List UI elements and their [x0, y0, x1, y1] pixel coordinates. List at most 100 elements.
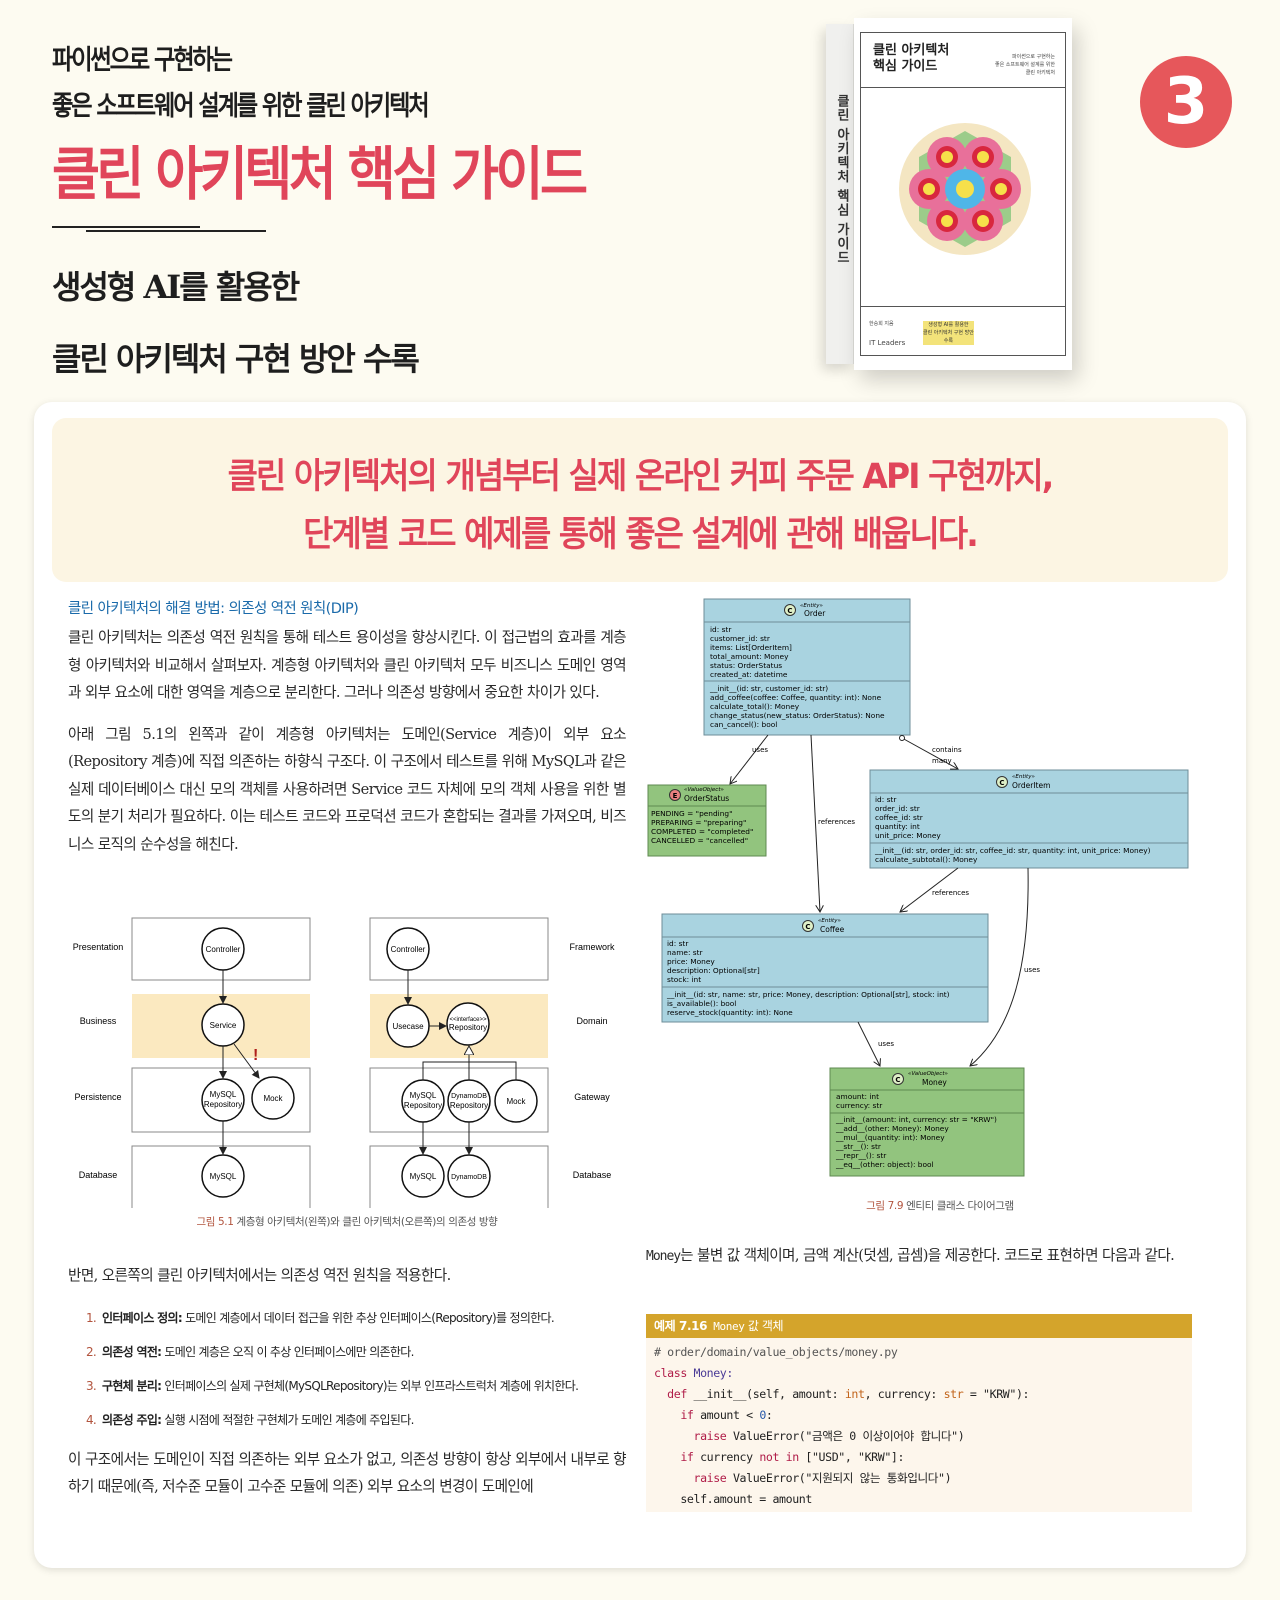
svg-text:Controller: Controller: [206, 945, 241, 954]
svg-text:Persistence: Persistence: [74, 1092, 121, 1102]
svg-text:__add__(other: Money): Money: __add__(other: Money): Money: [835, 1124, 949, 1133]
code-title: 예제 7.16 Money 값 객체: [646, 1314, 1192, 1338]
ai-line-2: 클린 아키텍처 구현 방안 수록: [52, 340, 420, 378]
svg-text:C: C: [999, 779, 1004, 787]
list-item: 1.인터페이스 정의: 도메인 계층에서 데이터 접근을 위한 추상 인터페이스…: [86, 1310, 555, 1325]
svg-text:«Entity»: «Entity»: [818, 918, 841, 924]
svg-text:Mock: Mock: [506, 1097, 526, 1106]
svg-text:references: references: [818, 818, 855, 826]
svg-text:Gateway: Gateway: [574, 1092, 610, 1102]
architecture-diagram: Presentation Business Persistence Databa…: [73, 917, 615, 1208]
svg-text:MySQL: MySQL: [210, 1172, 237, 1181]
svg-text:MySQL: MySQL: [210, 1090, 237, 1099]
svg-text:contains: contains: [932, 746, 962, 754]
svg-text:calculate_subtotal(): Money: calculate_subtotal(): Money: [875, 855, 978, 864]
svg-text:CANCELLED = "cancelled": CANCELLED = "cancelled": [651, 836, 748, 845]
svg-text:add_coffee(coffee: Coffee, qua: add_coffee(coffee: Coffee, quantity: int…: [710, 693, 882, 702]
uml-class-money: C «ValueObject» Money amount: int curren…: [829, 1067, 1025, 1177]
svg-text:__init__(id: str, name: str, p: __init__(id: str, name: str, price: Mone…: [666, 990, 950, 999]
subtitle-line-1: 파이썬으로 구현하는: [52, 45, 233, 76]
svg-text:currency: str: currency: str: [836, 1101, 883, 1110]
svg-text:OrderItem: OrderItem: [1012, 781, 1050, 790]
svg-text:status: OrderStatus: status: OrderStatus: [710, 661, 782, 670]
money-paragraph: Money는 불변 값 객체이며, 금액 계산(덧셈, 곱셈)을 제공한다. 코…: [646, 1247, 1175, 1264]
svg-text:E: E: [673, 792, 678, 800]
svg-text:is_available(): bool: is_available(): bool: [667, 999, 736, 1008]
svg-text:Database: Database: [573, 1170, 612, 1180]
svg-text:Presentation: Presentation: [73, 942, 124, 952]
svg-text:price: Money: price: Money: [667, 957, 715, 966]
svg-text:Order: Order: [804, 609, 826, 618]
paragraph-1: 클린 아키텍처는 의존성 역전 원칙을 통해 테스트 용이성을 향상시킨다. 이…: [68, 629, 627, 701]
figure-5-1: Presentation Business Persistence Databa…: [68, 908, 626, 1238]
uml-class-coffee: C «Entity» Coffee id: str name: str pric…: [661, 913, 989, 1023]
paragraph-3: 반면, 오른쪽의 클린 아키텍처에서는 의존성 역전 원칙을 적용한다.: [68, 1267, 451, 1284]
code-example-7-16: 예제 7.16 Money 값 객체 # order/domain/value_…: [646, 1314, 1192, 1512]
list-item: 2.의존성 역전: 도메인 계층은 오직 이 추상 인터페이스에만 의존한다.: [86, 1344, 414, 1359]
svg-text:__repr__(): str: __repr__(): str: [835, 1151, 887, 1160]
svg-text:customer_id: str: customer_id: str: [710, 634, 771, 643]
svg-text:Mock: Mock: [263, 1094, 283, 1103]
svg-text:Database: Database: [79, 1170, 118, 1180]
svg-text:can_cancel(): bool: can_cancel(): bool: [710, 720, 777, 729]
svg-text:total_amount: Money: total_amount: Money: [710, 652, 789, 661]
svg-text:C: C: [805, 923, 810, 931]
content-card: 클린 아키텍처의 개념부터 실제 온라인 커피 주문 API 구현까지, 단계별…: [34, 402, 1246, 1568]
divider: [52, 222, 692, 242]
svg-text:__str__(): str: __str__(): str: [835, 1142, 882, 1151]
svg-text:Money: Money: [922, 1078, 947, 1087]
svg-text:items: List[OrderItem]: items: List[OrderItem]: [710, 643, 792, 652]
list-item: 3.구현체 분리: 인터페이스의 실제 구현체(MySQLRepository)…: [86, 1378, 579, 1393]
code-block: # order/domain/value_objects/money.py cl…: [654, 1345, 1030, 1506]
svg-text:order_id: str: order_id: str: [875, 804, 921, 813]
left-page-excerpt: 클린 아키텍처의 해결 방법: 의존성 역전 원칙(DIP) 클린 아키텍처는 …: [68, 598, 627, 858]
svg-text:references: references: [932, 889, 969, 897]
book-cover-image: 클린 아키텍처 핵심 가이드 클린 아키텍처 핵심 가이드 파이썬으로 구현하는…: [826, 18, 1072, 370]
cover-subtitle: 파이썬으로 구현하는 좋은 소프트웨어 설계를 위한 클린 아키텍처: [995, 54, 1055, 76]
svg-text:Business: Business: [80, 1016, 117, 1026]
svg-text:__init__(amount: int, currency: __init__(amount: int, currency: str = "K…: [835, 1115, 997, 1124]
book-spine: 클린 아키텍처 핵심 가이드: [826, 24, 854, 364]
figure-7-9-caption: 그림 7.9 엔티티 클래스 다이어그램: [866, 1200, 1014, 1212]
svg-text:description: Optional[str]: description: Optional[str]: [667, 966, 760, 975]
svg-text:stock: int: stock: int: [667, 975, 701, 984]
svg-text:id: str: id: str: [710, 625, 732, 634]
svg-text:reserve_stock(quantity: int):: reserve_stock(quantity: int): None: [667, 1008, 793, 1017]
book-front: 클린 아키텍처 핵심 가이드 파이썬으로 구현하는 좋은 소프트웨어 설계를 위…: [854, 18, 1072, 370]
dip-steps-list: 1.인터페이스 정의: 도메인 계층에서 데이터 접근을 위한 추상 인터페이스…: [86, 1310, 626, 1429]
svg-text:«ValueObject»: «ValueObject»: [908, 1071, 948, 1077]
uml-class-orderstatus: E «ValueObject» OrderStatus PENDING = "p…: [647, 784, 767, 857]
svg-text:MySQL: MySQL: [410, 1091, 437, 1100]
svg-text:calculate_total(): Money: calculate_total(): Money: [710, 702, 800, 711]
svg-text:Coffee: Coffee: [820, 925, 845, 934]
svg-text:uses: uses: [752, 746, 768, 754]
cover-publisher: IT Leaders: [869, 339, 906, 347]
svg-text:__init__(id: str, customer_id:: __init__(id: str, customer_id: str): [709, 684, 828, 693]
section-heading: 클린 아키텍처의 해결 방법: 의존성 역전 원칙(DIP): [68, 601, 359, 617]
svg-text:many: many: [932, 757, 952, 765]
svg-text:Service: Service: [210, 1021, 237, 1030]
svg-text:change_status(new_status: Orde: change_status(new_status: OrderStatus): …: [710, 711, 885, 720]
uml-diagram: C «Entity» Order id: str customer_id: st…: [647, 598, 1189, 1177]
svg-text:«ValueObject»: «ValueObject»: [684, 787, 724, 793]
spine-title: 클린 아키텍처 핵심 가이드: [834, 94, 849, 265]
svg-text:C: C: [895, 1076, 900, 1084]
paragraph-2: 아래 그림 5.1의 왼쪽과 같이 계층형 아키텍처는 도메인(Service …: [68, 725, 627, 853]
svg-text:Repository: Repository: [450, 1101, 488, 1110]
svg-text:DynamoDB: DynamoDB: [451, 1093, 487, 1100]
svg-text:id: str: id: str: [875, 795, 897, 804]
svg-text:«Entity»: «Entity»: [1012, 774, 1035, 780]
svg-text:Controller: Controller: [391, 945, 426, 954]
svg-text:uses: uses: [878, 1040, 894, 1048]
banner-line-2: 단계별 코드 예제를 통해 좋은 설계에 관해 배웁니다.: [303, 515, 979, 555]
svg-text:quantity: int: quantity: int: [875, 822, 920, 831]
svg-text:DynamoDB: DynamoDB: [451, 1174, 487, 1181]
uml-class-order: C «Entity» Order id: str customer_id: st…: [703, 598, 911, 736]
right-page-excerpt: Money는 불변 값 객체이며, 금액 계산(덧셈, 곱셈)을 제공한다. 코…: [646, 1242, 1192, 1271]
svg-text:MySQL: MySQL: [410, 1172, 437, 1181]
svg-text:Domain: Domain: [576, 1016, 607, 1026]
svg-text:!: !: [253, 1047, 258, 1064]
svg-text:OrderStatus: OrderStatus: [684, 794, 729, 803]
figure-5-1-caption: 그림 5.1 계층형 아키텍처(왼쪽)와 클린 아키텍처(오른쪽)의 의존성 방…: [196, 1216, 498, 1228]
list-item: 4.의존성 주입: 실행 시점에 적절한 구현체가 도메인 계층에 주입된다.: [86, 1412, 414, 1427]
